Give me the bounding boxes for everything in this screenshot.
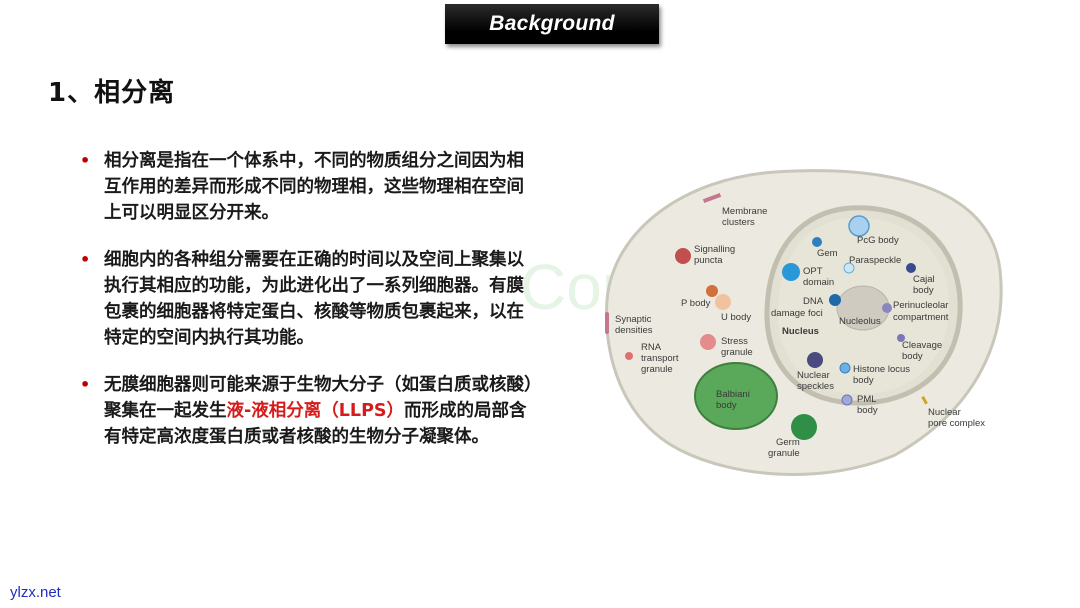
label-synaptic-2: densities	[615, 325, 653, 336]
paraspeckle-dot	[843, 262, 855, 274]
label-membrane-2: clusters	[722, 217, 755, 228]
label-signalling: Signalling	[694, 244, 735, 255]
nuclear-speckles-dot	[807, 352, 823, 368]
label-histone: Histone locus	[853, 364, 910, 375]
label-perinucleolar-2: compartment	[893, 312, 949, 323]
cleavage-body-dot	[897, 334, 905, 342]
bullet-text-pre: 无膜细胞器则可能来源于生物大分子（如蛋白质或核酸）聚集在一起发生	[104, 375, 533, 421]
bullet-text: 相分离是指在一个体系中，不同的物质组分之间因为相互作用的差异而形成不同的物理相，…	[104, 151, 524, 223]
label-germ: Germ	[776, 437, 800, 448]
llps-highlight: 液-液相分离（LLPS）	[226, 401, 405, 421]
label-signalling-2: puncta	[694, 255, 723, 266]
bullet-text: 细胞内的各种组分需要在正确的时间以及空间上聚集以执行其相应的功能，为此进化出了一…	[104, 250, 524, 348]
label-paraspeckle: Paraspeckle	[849, 255, 901, 266]
cajal-body-dot	[906, 263, 916, 273]
label-speckles: Nuclear	[797, 370, 830, 381]
label-rna-3: granule	[641, 364, 673, 375]
membrane-cluster-mark	[702, 193, 722, 203]
label-speckles-2: speckles	[797, 381, 834, 392]
bullet-dot-icon: •	[80, 250, 91, 269]
section-heading: 1、相分离	[48, 78, 176, 108]
histone-locus-dot	[839, 362, 851, 374]
opt-domain-dot	[782, 263, 800, 281]
label-stress-2: granule	[721, 347, 753, 358]
label-opt-2: domain	[803, 277, 834, 288]
pcg-body-dot	[848, 215, 870, 237]
gem-dot	[812, 237, 822, 247]
label-histone-2: body	[853, 375, 874, 386]
balbiani-body	[694, 362, 778, 430]
synaptic-density-mark	[605, 312, 609, 334]
label-cleavage: Cleavage	[902, 340, 942, 351]
label-rna: RNA	[641, 342, 662, 353]
label-dna: DNA	[803, 296, 824, 307]
u-body-dot	[715, 294, 731, 310]
rna-granule-dot	[625, 352, 633, 360]
label-rna-2: transport	[641, 353, 679, 364]
label-pcg: PcG body	[857, 235, 899, 246]
bullet-list: • 相分离是指在一个体系中，不同的物质组分之间因为相互作用的差异而形成不同的物理…	[80, 148, 540, 471]
label-balbiani-2: body	[716, 400, 737, 411]
label-balbiani: Balbiani	[716, 389, 750, 400]
label-cajal: Cajal	[913, 274, 935, 285]
pore-complex-mark	[921, 396, 928, 405]
label-cajal-2: body	[913, 285, 934, 296]
label-pml-2: body	[857, 405, 878, 416]
label-dna-2: damage foci	[771, 308, 823, 319]
label-u-body: U body	[721, 312, 751, 323]
label-membrane: Membrane	[722, 206, 767, 217]
footer-site: ylzx.net	[10, 584, 61, 601]
label-opt: OPT	[803, 266, 823, 277]
label-p-body: P body	[681, 298, 711, 309]
bullet-dot-icon: •	[80, 375, 91, 394]
signalling-puncta-dot	[675, 248, 691, 264]
bullet-item: • 细胞内的各种组分需要在正确的时间以及空间上聚集以执行其相应的功能，为此进化出…	[80, 247, 540, 351]
bullet-item: • 无膜细胞器则可能来源于生物大分子（如蛋白质或核酸）聚集在一起发生液-液相分离…	[80, 372, 540, 450]
label-synaptic: Synaptic	[615, 314, 652, 325]
label-pml: PML	[857, 394, 877, 405]
germ-granule-dot	[791, 414, 817, 440]
label-nucleus: Nucleus	[782, 326, 819, 337]
dna-damage-dot	[829, 294, 841, 306]
label-germ-2: granule	[768, 448, 800, 459]
stress-granule-dot	[700, 334, 716, 350]
label-stress: Stress	[721, 336, 748, 347]
perinucleolar-dot	[882, 303, 892, 313]
p-body-dot	[706, 285, 718, 297]
bullet-dot-icon: •	[80, 151, 91, 170]
label-pore: Nuclear	[928, 407, 961, 418]
label-cleavage-2: body	[902, 351, 923, 362]
title-banner: Background	[445, 4, 659, 44]
label-perinucleolar: Perinucleolar	[893, 300, 948, 311]
label-gem: Gem	[817, 248, 838, 259]
bullet-item: • 相分离是指在一个体系中，不同的物质组分之间因为相互作用的差异而形成不同的物理…	[80, 148, 540, 226]
label-pore-2: pore complex	[928, 418, 985, 429]
cell-diagram: Membrane clusters Signalling puncta P bo…	[605, 169, 1003, 476]
label-nucleolus: Nucleolus	[839, 316, 881, 327]
bullet-text-post: 而形成的局部含有特定高浓度蛋白质或者核酸的生物分子凝聚体。	[104, 401, 527, 447]
pml-body-dot	[841, 394, 853, 406]
banner-title: Background	[489, 12, 615, 35]
